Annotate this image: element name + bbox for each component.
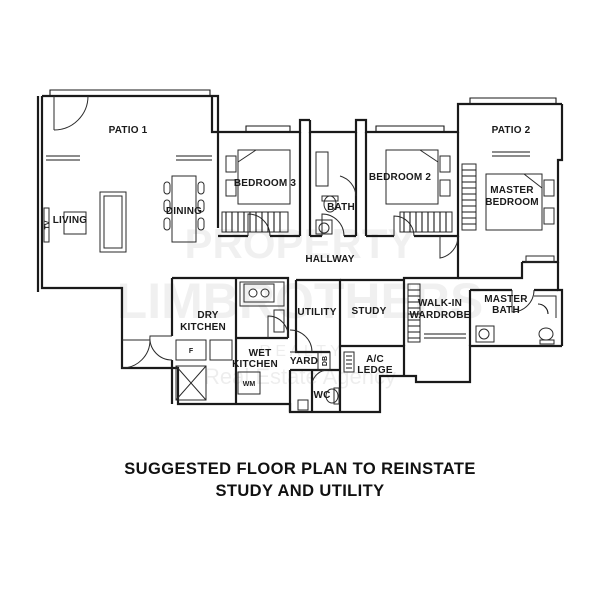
stove-icon: [243, 283, 275, 303]
label-fridge: F: [189, 348, 194, 355]
label-patio-2: PATIO 2: [492, 125, 531, 136]
label-tv: TV: [45, 220, 52, 229]
kitchen-counter-icon: [239, 281, 285, 307]
label-dining: DINING: [166, 206, 202, 217]
wardrobe-icon: [407, 283, 466, 343]
distribution-board-icon: [317, 351, 331, 371]
ac-unit-icon: [343, 351, 355, 373]
toilet-icon: [297, 387, 340, 411]
windows: [46, 89, 557, 161]
dining-table-icon: [163, 175, 205, 243]
label-master-bedroom-1: MASTER: [490, 185, 534, 196]
label-wc: WC: [313, 390, 330, 401]
bath-fixtures-icon: [315, 151, 339, 235]
wet-kitchen-sink-icon: [175, 365, 207, 401]
caption-line-1: SUGGESTED FLOOR PLAN TO REINSTATE: [124, 460, 476, 478]
label-washing-machine: WM: [243, 381, 256, 388]
label-yard: YARD: [290, 356, 318, 367]
interior-walls: [170, 132, 558, 412]
label-utility: UTILITY: [297, 307, 336, 318]
label-bedroom-2: BEDROOM 2: [369, 172, 432, 183]
tv-icon: [43, 207, 50, 243]
label-living: LIVING: [53, 215, 88, 226]
caption-line-2: STUDY AND UTILITY: [215, 482, 385, 500]
washing-machine-icon: [237, 371, 261, 395]
label-wet-kitchen-1: WET: [249, 348, 272, 359]
bed-icon: [461, 163, 555, 231]
label-distribution-board: DB: [322, 356, 329, 366]
label-walk-in-1: WALK-IN: [418, 298, 462, 309]
desk-icon: [525, 255, 555, 263]
label-dry-kitchen-1: DRY: [197, 310, 218, 321]
bed-icon: [221, 149, 291, 233]
sofa-icon: [99, 191, 127, 253]
label-bath: BATH: [327, 202, 355, 213]
label-master-bath-2: BATH: [492, 305, 520, 316]
master-bath-fixtures-icon: [475, 295, 557, 345]
utility-sink-icon: [273, 309, 285, 333]
plan-caption: SUGGESTED FLOOR PLAN TO REINSTATE STUDY …: [0, 458, 600, 502]
label-master-bath-1: MASTER: [484, 294, 528, 305]
label-ac-ledge-1: A/C: [366, 354, 384, 365]
coffee-table-icon: [63, 211, 87, 235]
label-master-bedroom-2: BEDROOM: [485, 197, 539, 208]
bed-icon: [385, 149, 453, 233]
watermark-line-2: LIMBROTHERS: [117, 273, 484, 329]
label-dry-kitchen-2: KITCHEN: [180, 322, 226, 333]
fridge-icon: [175, 339, 233, 361]
label-ac-ledge-2: LEDGE: [357, 365, 393, 376]
label-study: STUDY: [352, 306, 387, 317]
furniture: [43, 149, 557, 411]
label-hallway: HALLWAY: [305, 254, 354, 265]
label-walk-in-2: WARDROBE: [409, 310, 470, 321]
fixture-labels: TV F WM DB: [45, 220, 330, 388]
label-bedroom-3: BEDROOM 3: [234, 178, 297, 189]
label-wet-kitchen-2: KITCHEN: [232, 359, 278, 370]
room-labels: PATIO 1 PATIO 2 BEDROOM 3 BEDROOM 2 MAST…: [53, 125, 539, 401]
label-patio-1: PATIO 1: [109, 125, 148, 136]
